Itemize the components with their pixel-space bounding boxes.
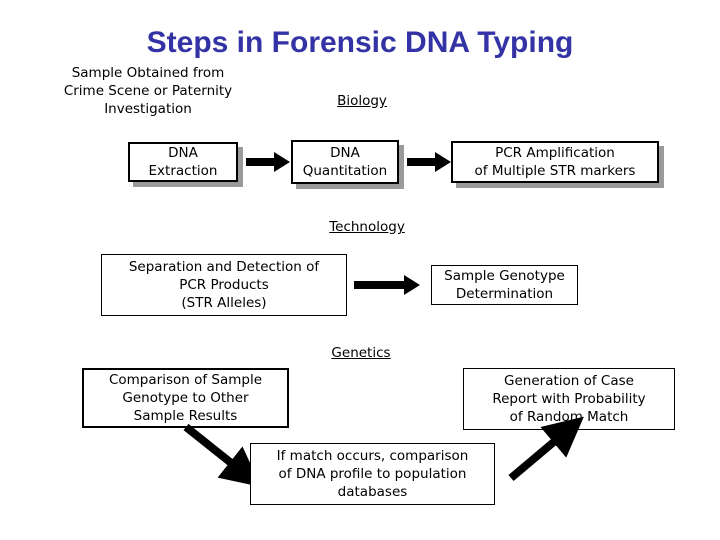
section-label-biology: Biology [337, 93, 387, 109]
box-dna-quantitation[interactable]: DNA Quantitation [291, 140, 399, 184]
box-dna-extraction[interactable]: DNA Extraction [128, 142, 238, 182]
box-pcr-amplification[interactable]: PCR Amplification of Multiple STR marker… [451, 141, 659, 183]
arrow-population-to-report [502, 416, 592, 494]
arrow-comparison-to-population [183, 423, 273, 494]
section-label-genetics: Genetics [331, 345, 391, 361]
box-case-report[interactable]: Generation of Case Report with Probabili… [463, 368, 675, 430]
box-comparison-sample[interactable]: Comparison of Sample Genotype to Other S… [82, 368, 289, 428]
box-separation-detection[interactable]: Separation and Detection of PCR Products… [101, 254, 347, 316]
box-population-database[interactable]: If match occurs, comparison of DNA profi… [250, 443, 495, 505]
box-sample-genotype[interactable]: Sample Genotype Determination [431, 265, 578, 305]
caption-sample-source: Sample Obtained from Crime Scene or Pate… [63, 65, 233, 117]
section-label-technology: Technology [329, 219, 405, 235]
page-title: Steps in Forensic DNA Typing [146, 26, 574, 59]
